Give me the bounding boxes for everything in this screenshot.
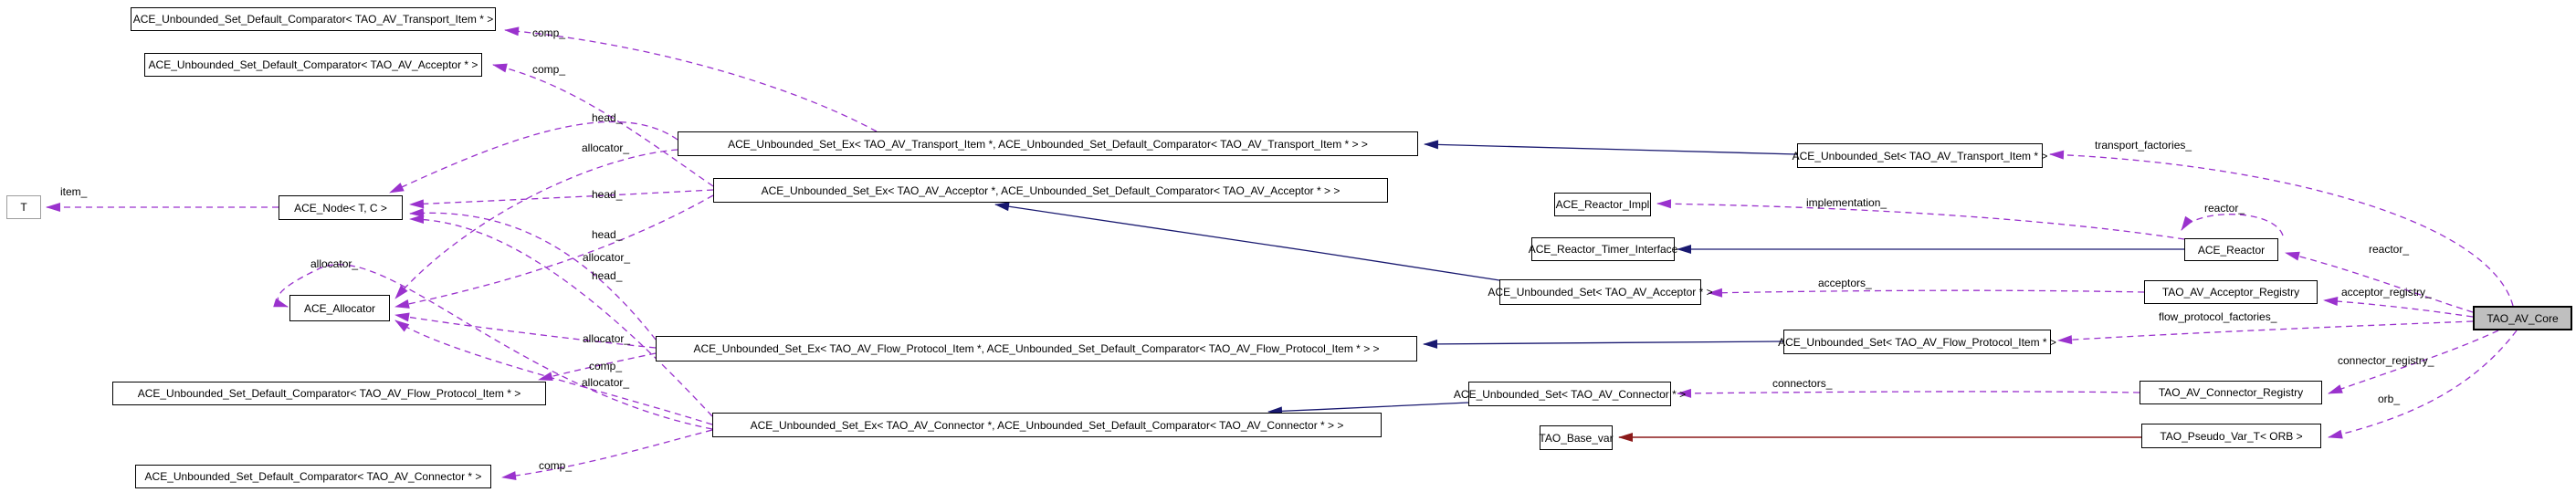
class-box-set-transport[interactable]: ACE_Unbounded_Set< TAO_AV_Transport_Item…	[1793, 143, 2047, 168]
edge-acceptors	[1708, 288, 2145, 298]
edge-head-transport	[389, 121, 678, 194]
class-box-connector-registry[interactable]: TAO_AV_Connector_Registry	[2140, 381, 2322, 404]
edge-inherit-set-transport	[1424, 140, 1798, 155]
class-box-ex-flow[interactable]: ACE_Unbounded_Set_Ex< TAO_AV_Flow_Protoc…	[656, 336, 1417, 362]
class-box-tao-av-core: TAO_AV_Core	[2473, 306, 2572, 330]
class-box-set-flow[interactable]: ACE_Unbounded_Set< TAO_AV_Flow_Protocol_…	[1778, 330, 2056, 354]
class-box-reactor-timer-interface[interactable]: ACE_Reactor_Timer_Interface	[1529, 237, 1677, 261]
edge-head-flow	[409, 208, 657, 341]
edge-label-allocator-transport: allocator_	[582, 141, 630, 154]
edge-allocator-left-loop	[273, 264, 713, 430]
edge-label-acceptor-registry: acceptor_registry_	[2341, 286, 2432, 299]
edge-connectors	[1677, 388, 2140, 398]
edge-label-head-connector: head_	[592, 269, 623, 282]
edge-reactor-self-loop	[2181, 214, 2284, 236]
edge-connector-registry	[2328, 330, 2499, 394]
edge-label-head-transport: head_	[592, 111, 623, 124]
edge-label-allocator-connector: allocator_	[582, 376, 630, 389]
edge-flow-protocol-factories	[2057, 320, 2474, 345]
edge-inherit-set-connector	[1267, 402, 1469, 416]
class-box-base-var[interactable]: TAO_Base_var	[1539, 425, 1614, 450]
class-box-ex-acceptor[interactable]: ACE_Unbounded_Set_Ex< TAO_AV_Acceptor *,…	[713, 178, 1388, 203]
edge-label-reactor-self: reactor_	[2204, 202, 2245, 215]
edge-label-comp-connector: comp_	[539, 459, 573, 472]
edge-comp-connector	[501, 429, 713, 481]
edge-comp-flow	[538, 352, 657, 382]
edge-label-item: item_	[60, 185, 88, 198]
edge-label-reactor: reactor_	[2369, 243, 2410, 256]
class-box-ace-node[interactable]: ACE_Node< T, C >	[279, 195, 403, 220]
edge-reactor	[2285, 251, 2474, 313]
class-box-cmp-flow[interactable]: ACE_Unbounded_Set_Default_Comparator< TA…	[112, 382, 546, 405]
edge-comp-acceptor	[492, 63, 714, 187]
edge-label-transport-factories: transport_factories_	[2095, 139, 2192, 152]
class-box-cmp-transport[interactable]: ACE_Unbounded_Set_Default_Comparator< TA…	[131, 7, 496, 31]
class-box-ex-connector[interactable]: ACE_Unbounded_Set_Ex< TAO_AV_Connector *…	[712, 413, 1382, 437]
edge-label-implementation: implementation_	[1806, 196, 1887, 209]
class-box-cmp-acceptor[interactable]: ACE_Unbounded_Set_Default_Comparator< TA…	[144, 53, 482, 77]
edge-head-acceptor	[409, 189, 714, 209]
class-box-cmp-connector[interactable]: ACE_Unbounded_Set_Default_Comparator< TA…	[135, 465, 491, 488]
edge-label-allocator-flow: allocator_	[583, 332, 631, 345]
edge-label-orb: orb_	[2378, 393, 2401, 405]
edge-orb	[2328, 330, 2518, 439]
class-box-pseudo-var[interactable]: TAO_Pseudo_Var_T< ORB >	[2141, 424, 2321, 448]
edge-acceptor-registry	[2323, 297, 2474, 318]
class-box-acceptor-registry[interactable]: TAO_AV_Acceptor_Registry	[2144, 280, 2318, 304]
edge-comp-transport	[504, 26, 878, 132]
edge-label-comp-transport: comp_	[532, 26, 566, 39]
edge-label-head-flow: head_	[592, 228, 623, 241]
edge-inherit-set-acceptor	[994, 202, 1500, 281]
edge-label-acceptors: acceptors_	[1818, 277, 1872, 289]
edge-label-connector-registry: connector_registry_	[2338, 354, 2434, 367]
edge-transport-factories	[2049, 150, 2514, 307]
edge-allocator-flow	[394, 312, 657, 349]
edge-allocator-transport	[394, 149, 678, 299]
class-box-ace-reactor[interactable]: ACE_Reactor	[2184, 238, 2278, 261]
edge-label-connectors: connectors_	[1772, 377, 1833, 390]
edge-label-head-acceptor: head_	[592, 188, 623, 201]
class-box-reactor-impl[interactable]: ACE_Reactor_Impl	[1554, 193, 1651, 216]
class-box-set-acceptor[interactable]: ACE_Unbounded_Set< TAO_AV_Acceptor * >	[1488, 279, 1713, 305]
edge-label-allocator-left: allocator_	[310, 257, 359, 270]
edge-label-flow-protocol-factories: flow_protocol_factories_	[2159, 310, 2277, 323]
edge-allocator-acceptor	[394, 194, 714, 309]
class-box-ace-allocator[interactable]: ACE_Allocator	[289, 295, 390, 321]
edge-label-comp-flow: comp_	[589, 360, 623, 372]
edge-implementation	[1656, 199, 2185, 240]
edge-label-comp-acceptor: comp_	[532, 63, 566, 76]
class-box-template-param-t: T	[6, 195, 41, 219]
class-box-set-connector[interactable]: ACE_Unbounded_Set< TAO_AV_Connector * >	[1454, 382, 1686, 406]
edge-inherit-set-flow	[1423, 339, 1784, 349]
edge-head-connector	[409, 215, 713, 417]
class-box-ex-transport[interactable]: ACE_Unbounded_Set_Ex< TAO_AV_Transport_I…	[678, 131, 1418, 156]
edge-label-allocator-acceptor: allocator_	[583, 251, 631, 264]
